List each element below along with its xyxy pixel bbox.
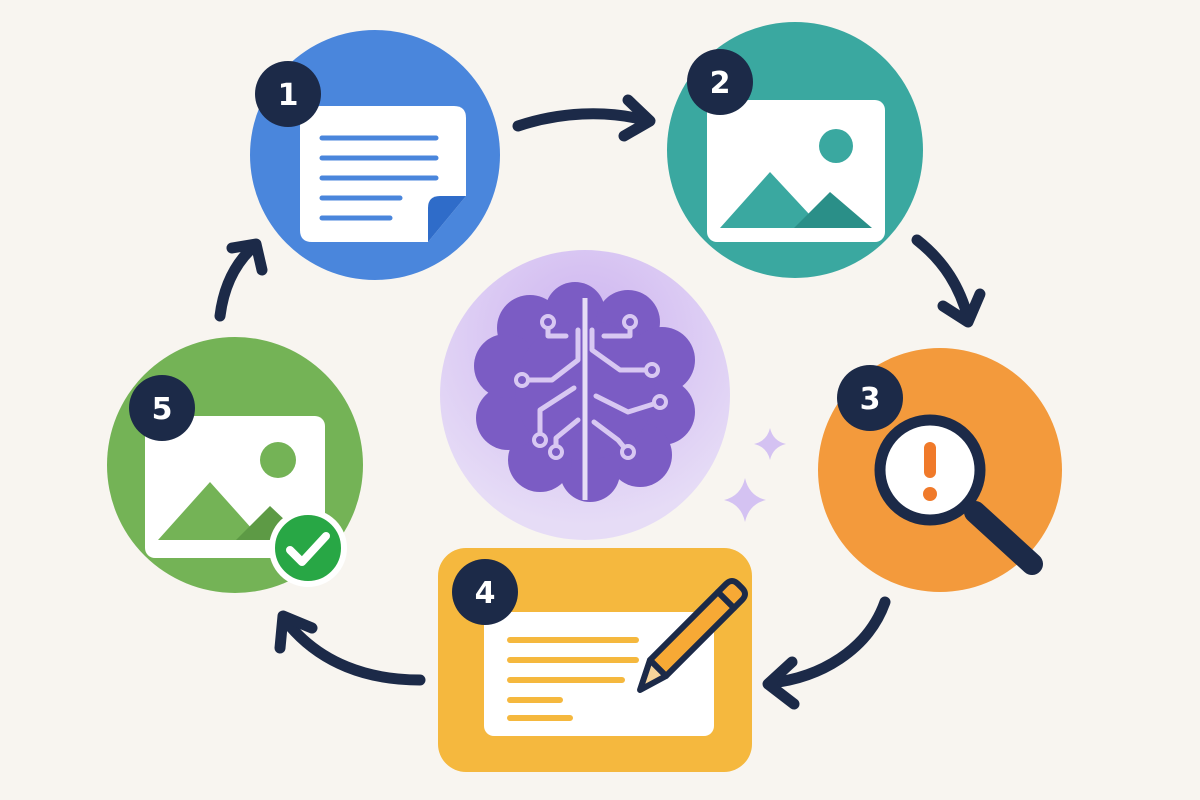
flow-arrows bbox=[214, 94, 986, 710]
step-badge-1: 1 bbox=[255, 61, 321, 127]
arrow-5-to-1 bbox=[214, 238, 268, 322]
step-1: 1 bbox=[250, 30, 500, 280]
image-icon bbox=[707, 100, 885, 242]
magnifier-alert-icon bbox=[874, 414, 1043, 575]
step-number-4: 4 bbox=[475, 576, 496, 611]
center-brain bbox=[440, 250, 730, 540]
check-badge-icon bbox=[269, 509, 347, 587]
step-5: 5 bbox=[107, 337, 363, 593]
step-3: 3 bbox=[818, 348, 1062, 592]
step-number-1: 1 bbox=[278, 78, 299, 113]
ai-brain-icon bbox=[474, 282, 695, 502]
step-badge-5: 5 bbox=[129, 375, 195, 441]
step-badge-2: 2 bbox=[687, 49, 753, 115]
step-number-5: 5 bbox=[152, 392, 173, 427]
arrow-4-to-5 bbox=[274, 610, 426, 686]
arrow-3-to-4 bbox=[762, 596, 891, 710]
step-number-3: 3 bbox=[860, 382, 881, 417]
step-number-2: 2 bbox=[710, 66, 731, 101]
step-2: 2 bbox=[667, 22, 923, 278]
step-badge-4: 4 bbox=[452, 559, 518, 625]
step-badge-3: 3 bbox=[837, 365, 903, 431]
arrow-2-to-3 bbox=[911, 234, 986, 328]
document-edit-icon bbox=[484, 578, 748, 736]
pencil-icon bbox=[637, 578, 748, 693]
sparkle-icon bbox=[724, 428, 786, 522]
arrow-1-to-2 bbox=[512, 94, 656, 142]
step-4: 4 bbox=[438, 548, 752, 772]
document-icon bbox=[300, 106, 466, 242]
